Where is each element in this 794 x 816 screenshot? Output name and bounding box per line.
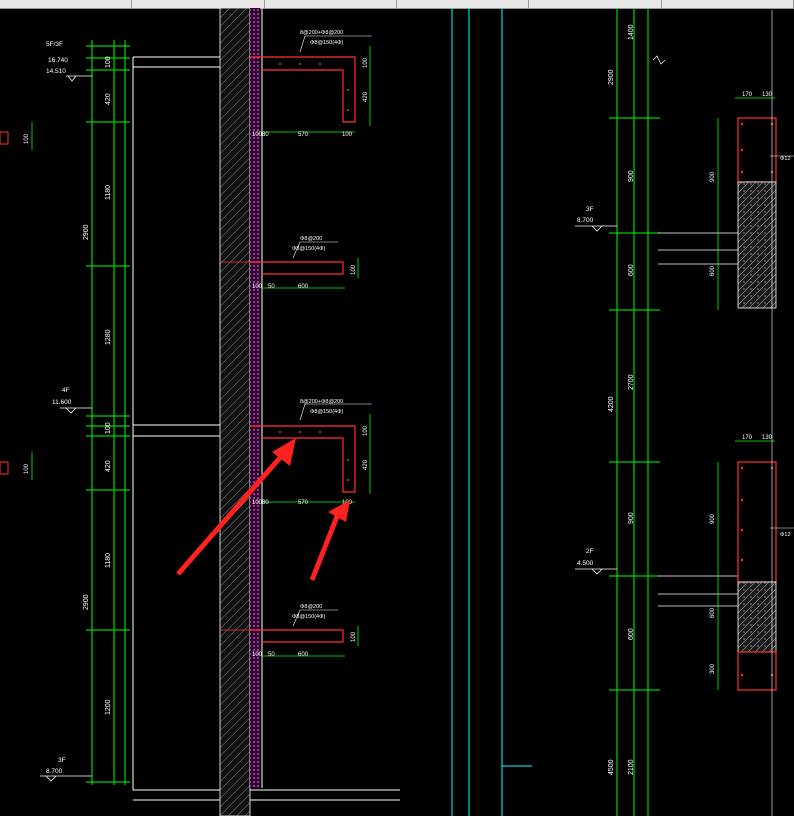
right-section: 1400 2900 2700 4200 4500 2100 900 600 90… [575, 8, 794, 816]
dim-inner-8: 1200 [105, 699, 112, 715]
insulation-layer [250, 8, 260, 788]
col-dim-a-2: 170 [742, 435, 753, 441]
rebar-label-2: Φ8@150(4Φ) [292, 614, 325, 620]
tab-4[interactable] [397, 0, 530, 8]
dim-outer-1: 2900 [83, 224, 90, 240]
annotation-arrows [176, 438, 350, 581]
left-section: 2900 2900 100 420 1180 1280 100 420 1180… [0, 8, 400, 816]
right-level-3f: 3F 8.700 [575, 206, 617, 232]
dim-b: 50 [268, 284, 275, 290]
rebar-label-1: 8@200+Φ8@200 [300, 30, 343, 36]
level-elev: 11.600 [52, 399, 72, 406]
dim-d: 100 [351, 631, 357, 642]
level-name: 3F [58, 757, 66, 764]
dim-b: 80 [262, 500, 269, 506]
level-elev: 8.700 [577, 217, 594, 224]
edge-dim-1: 100 [24, 133, 30, 144]
dim-a: 100 [252, 284, 263, 290]
rebar-label-1: 8@200+Φ8@200 [300, 399, 343, 405]
column-top: Φ12 [737, 117, 794, 309]
dim-inner-1: 100 [105, 56, 112, 68]
tab-5[interactable] [529, 0, 662, 8]
level-mark-3f: 3F 8.700 [40, 757, 92, 782]
right-dim-2: 2900 [608, 69, 615, 85]
dim-b: 80 [262, 132, 269, 138]
col-dim-b-2: 130 [762, 435, 773, 441]
tab-3[interactable] [265, 0, 397, 8]
right-level-2f: 2F 4.500 [575, 548, 617, 575]
level-name: 5F/3F [46, 41, 63, 48]
dim-inner-7: 1180 [105, 553, 112, 568]
level-elev: 4.500 [577, 560, 594, 567]
dim-d: 100 [342, 132, 353, 138]
arrow-head-1 [272, 438, 296, 466]
detail-flat-1: Φ8@200 Φ8@150(4Φ) 100 50 600 100 [220, 236, 359, 290]
right-inner-1: 900 [628, 170, 635, 182]
dim-inner-2: 420 [105, 93, 112, 105]
right-dim-5: 4500 [608, 759, 615, 775]
col-dim-a: 170 [742, 92, 753, 98]
r-inner-5: 900 [710, 171, 716, 182]
col-dim-b: 130 [762, 92, 773, 98]
cad-drawing-canvas[interactable]: 2900 2900 100 420 1180 1280 100 420 1180… [0, 8, 794, 816]
dim-inner-6: 420 [105, 460, 112, 472]
right-dim-3: 2700 [628, 374, 635, 390]
tab-1[interactable] [0, 0, 133, 8]
rebar-label-2: Φ8@150(4Φ) [310, 409, 343, 415]
right-dim-1: 1400 [628, 24, 635, 40]
level-elev: 8.700 [46, 768, 63, 775]
tab-6[interactable] [662, 0, 794, 8]
detail-l-2: 8@200+Φ8@200 Φ8@150(4Φ) 100 80 570 100 1… [250, 399, 372, 506]
dim-c: 570 [298, 500, 309, 506]
right-dim-4: 4200 [608, 396, 615, 412]
rebar-label-bottom: Φ12 [780, 532, 791, 538]
level-mark-5f: 5F/3F 16.740 14.510 [46, 41, 92, 82]
level-elev: 16.740 [48, 57, 68, 64]
r-inner-7: 900 [710, 513, 716, 524]
dim-inner-5: 100 [105, 422, 112, 434]
right-inner-2: 600 [628, 264, 635, 276]
right-inner-4: 600 [628, 628, 635, 640]
masonry-wall [219, 8, 251, 816]
rebar-label-1: Φ8@200 [300, 236, 322, 242]
dim-d: 100 [351, 264, 357, 275]
detail-l-1: 8@200+Φ8@200 Φ8@150(4Φ) 100 80 570 100 1… [250, 30, 372, 138]
dim-c: 600 [298, 284, 309, 290]
cyan-gridlines [451, 8, 532, 816]
r-inner-8: 600 [710, 607, 716, 618]
dim-inner-4: 1280 [105, 329, 112, 345]
level-mark-4f: 4F 11.600 [52, 387, 92, 414]
level-name: 4F [62, 387, 70, 394]
edge-dim-2: 100 [24, 463, 30, 474]
column-bottom: Φ12 [737, 461, 794, 691]
right-inner-3: 900 [628, 512, 635, 524]
dim-e: 100 [363, 425, 369, 436]
dim-b: 50 [268, 652, 275, 658]
level-name: 3F [586, 206, 594, 213]
arrow-head-2 [328, 500, 350, 522]
rebar-label-1: Φ8@200 [300, 604, 322, 610]
dim-f: 420 [363, 91, 369, 102]
left-edge-fragment: 100 100 [0, 122, 33, 480]
rebar-label-2: Φ8@150(4Φ) [310, 40, 343, 46]
r-inner-6: 600 [710, 265, 716, 276]
dim-c: 570 [298, 132, 309, 138]
r-inner-9: 300 [710, 663, 716, 674]
right-dim-6: 2100 [628, 759, 635, 775]
dim-a: 100 [252, 132, 263, 138]
level-name: 2F [586, 548, 594, 555]
level-sub: 14.510 [46, 68, 66, 75]
rebar-label-top: Φ12 [780, 156, 791, 162]
dim-inner-3: 1180 [105, 185, 112, 200]
rebar-label-2: Φ8@150(4Φ) [292, 246, 325, 252]
dim-outer-2: 2900 [83, 594, 90, 610]
dim-a: 100 [252, 500, 263, 506]
dim-f: 420 [363, 459, 369, 470]
detail-flat-2: Φ8@200 Φ8@150(4Φ) 100 50 600 100 [220, 604, 359, 658]
tab-bar [0, 0, 794, 9]
dim-a: 100 [252, 652, 263, 658]
dim-e: 100 [363, 57, 369, 68]
tab-2[interactable] [132, 0, 265, 8]
dim-c: 600 [298, 652, 309, 658]
